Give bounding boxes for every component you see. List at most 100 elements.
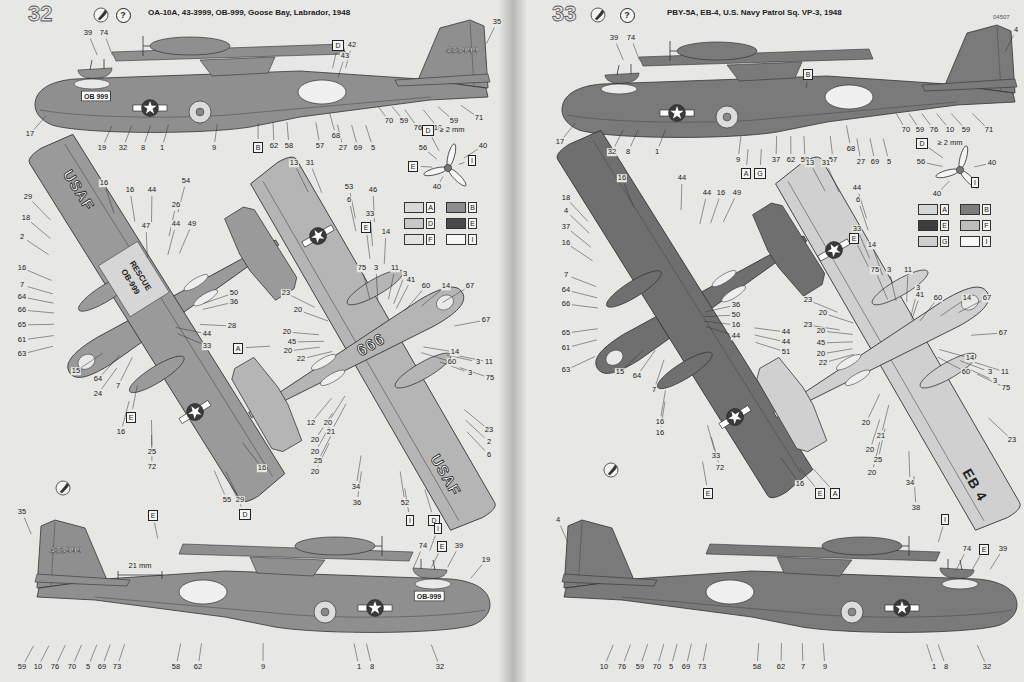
callout-number: 3 <box>373 264 379 272</box>
color-swatch <box>960 220 980 231</box>
callout-number: 1 <box>931 663 937 671</box>
callout-number: 50 <box>731 311 741 319</box>
leader-line <box>423 110 434 123</box>
callout-number: 14 <box>965 354 975 362</box>
callout-number: 10 <box>599 663 609 671</box>
color-swatch <box>960 204 980 215</box>
callout-number: 1 <box>356 663 362 671</box>
callout-number: 40 <box>987 159 997 167</box>
leader-line <box>990 554 1000 569</box>
leader-line <box>31 222 51 239</box>
box-letter: A <box>833 490 838 497</box>
callout-number: 70 <box>67 663 77 671</box>
leader-line <box>28 298 54 303</box>
leader-line <box>104 644 110 661</box>
insignia <box>716 401 754 433</box>
legend-letter: I <box>472 236 474 243</box>
leader-line <box>977 374 1000 385</box>
callout-number: 3 <box>992 377 998 385</box>
callout-number: 21 <box>326 428 336 436</box>
callout-number: 40 <box>432 183 442 191</box>
color-letter-box: E <box>849 233 860 244</box>
legend-item: I <box>446 234 477 245</box>
leader-line <box>951 114 962 126</box>
callout-number: 25 <box>313 457 323 465</box>
leader-line <box>258 123 259 139</box>
leader-line <box>929 148 943 158</box>
leader-line <box>74 645 81 662</box>
callout-number: 9 <box>260 663 266 671</box>
leader-line <box>870 139 874 157</box>
leader-line <box>199 643 202 661</box>
leader-line <box>640 350 655 371</box>
legend-letter: F <box>428 236 432 243</box>
box-letter: I <box>974 179 976 186</box>
leader-line <box>373 196 374 222</box>
callout-number: 8 <box>943 663 949 671</box>
leader-line <box>146 232 147 258</box>
legend-item: E <box>918 220 949 231</box>
leader-line <box>121 357 133 380</box>
legend-letter: A <box>942 206 947 213</box>
callout-number: 51 <box>781 348 791 356</box>
aircraft-marking: USAF <box>61 167 97 213</box>
callout-number: 56 <box>418 144 428 152</box>
leader-line <box>572 340 597 347</box>
leader-line <box>938 644 944 661</box>
legend-item: G <box>918 236 949 247</box>
leader-line <box>971 333 997 335</box>
lower-plan-right <box>673 115 1024 593</box>
page-title: PBY-5A, EB-4, U.S. Navy Patrol Sq. VP-3,… <box>667 9 842 17</box>
leader-line <box>448 551 457 567</box>
callout-number: 37 <box>771 156 781 164</box>
leader-line <box>459 163 465 165</box>
callout-number: 36 <box>731 301 741 309</box>
box-letter: E <box>852 235 857 242</box>
callout-number: 45 <box>287 338 297 346</box>
callout-number: 69 <box>97 663 107 671</box>
legend-letter-box: I <box>468 234 477 245</box>
legend-item: A <box>404 202 435 213</box>
propeller-detail <box>422 138 477 189</box>
callout-number: 10 <box>33 663 43 671</box>
callout-number: 75 <box>357 264 367 272</box>
leader-line <box>350 206 356 231</box>
leader-line <box>28 346 53 352</box>
leader-line <box>24 518 31 535</box>
color-swatch <box>404 202 424 213</box>
callout-number: 75 <box>870 266 880 274</box>
leader-line <box>977 645 984 661</box>
callout-number: 1 <box>159 144 165 152</box>
leader-line <box>570 202 588 221</box>
leader-line <box>857 138 860 156</box>
callout-number: 54 <box>181 177 191 185</box>
part-code: 04507 <box>993 14 1010 20</box>
leader-line <box>920 303 934 321</box>
callout-number: 74 <box>418 542 428 550</box>
legend-letter-box: E <box>940 220 949 231</box>
box-letter: G <box>757 170 762 177</box>
callout-number: 18 <box>561 194 571 202</box>
box-letter: I <box>437 525 439 532</box>
box-letter: ? <box>624 11 630 20</box>
callout-number: 10 <box>945 126 955 134</box>
propeller-detail <box>934 140 989 191</box>
callout-number: 20 <box>867 469 877 477</box>
callout-number: 11 <box>484 358 494 366</box>
callout-number: 18 <box>21 214 31 222</box>
callout-number: 11 <box>903 266 913 274</box>
legend-letter-box: F <box>426 234 435 245</box>
callout-number: 20 <box>818 309 828 317</box>
leader-line <box>659 644 664 661</box>
callout-number: 16 <box>617 174 627 182</box>
callout-number: 32 <box>435 663 445 671</box>
leader-line <box>757 643 758 661</box>
callout-number: 14 <box>381 228 391 236</box>
callout-number: 35 <box>17 508 27 516</box>
leader-line <box>974 164 986 167</box>
callout-number: 62 <box>269 142 279 150</box>
leader-line <box>125 126 132 143</box>
legend-letter: B <box>470 204 475 211</box>
box-letter: E <box>982 546 987 553</box>
callout-number: 64 <box>17 293 27 301</box>
